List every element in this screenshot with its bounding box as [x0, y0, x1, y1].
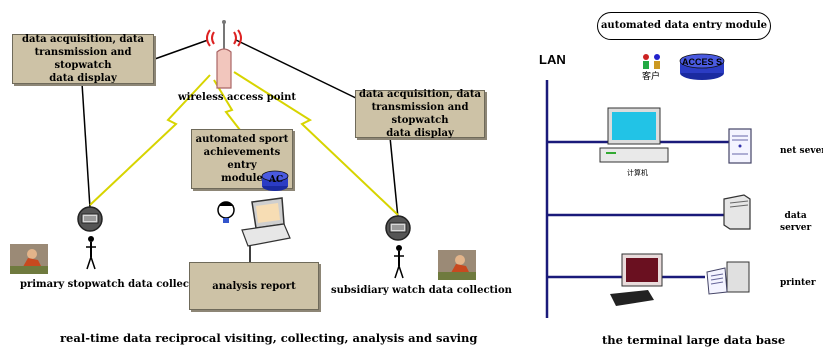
person-icon	[86, 236, 96, 270]
workstation-icon	[610, 253, 663, 306]
stopwatch-icon	[77, 206, 103, 232]
cyclist-photo-icon	[10, 244, 48, 274]
module-label: automated data entry module	[600, 20, 768, 31]
access-database-icon	[679, 53, 725, 80]
box-acquisition-right: data acquisition, data transmission and …	[355, 89, 485, 139]
printer-label: printer	[780, 278, 816, 288]
box-line: transmission and stopwatch	[371, 102, 469, 126]
user-laptop-icon	[217, 197, 291, 247]
database-label: AC	[269, 175, 284, 185]
computer-label: 计算机	[627, 169, 648, 177]
right-caption: the terminal large data base	[602, 333, 786, 347]
box-line: data display	[49, 73, 117, 84]
box-line: data display	[386, 128, 454, 139]
primary-label: primary stopwatch data collection	[20, 279, 212, 290]
wireless-antenna-icon	[206, 20, 242, 89]
lan-label: LAN	[539, 52, 566, 67]
client-label: 客户	[642, 72, 661, 82]
box-line: data acquisition, data	[21, 34, 144, 45]
wireless-label: wireless access point	[178, 92, 297, 103]
box-line: data acquisition, data	[358, 89, 481, 100]
users-icon	[643, 54, 660, 69]
box-line: automated sport	[195, 134, 289, 145]
left-caption: real-time data reciprocal visiting, coll…	[60, 331, 478, 345]
cyclist-photo-icon	[438, 250, 476, 280]
computer-icon	[599, 107, 669, 163]
printer-icon	[706, 261, 750, 295]
access-label: ACCES S	[682, 57, 723, 67]
box-entry-module: automated sport achievements entry modul…	[191, 129, 293, 189]
data-server-line: server	[780, 223, 812, 233]
box-acquisition-left: data acquisition, data transmission and …	[12, 34, 154, 84]
person-icon	[394, 245, 404, 279]
box-line: transmission and stopwatch	[34, 47, 132, 71]
data-server-icon	[723, 194, 751, 230]
stopwatch-icon	[385, 215, 411, 241]
subsidiary-label: subsidiary watch data collection	[331, 285, 512, 296]
box-analysis-report: analysis report	[189, 262, 319, 310]
data-server-label: data server	[780, 210, 811, 234]
box-line: module	[221, 173, 263, 184]
module-pill: automated data entry module	[597, 12, 771, 40]
box-line: achievements entry	[203, 147, 281, 171]
net-server-icon	[728, 128, 752, 164]
net-server-label: net sever	[780, 146, 823, 156]
database-icon	[261, 170, 289, 191]
report-text: analysis report	[212, 280, 296, 292]
data-server-line: data	[784, 211, 807, 221]
